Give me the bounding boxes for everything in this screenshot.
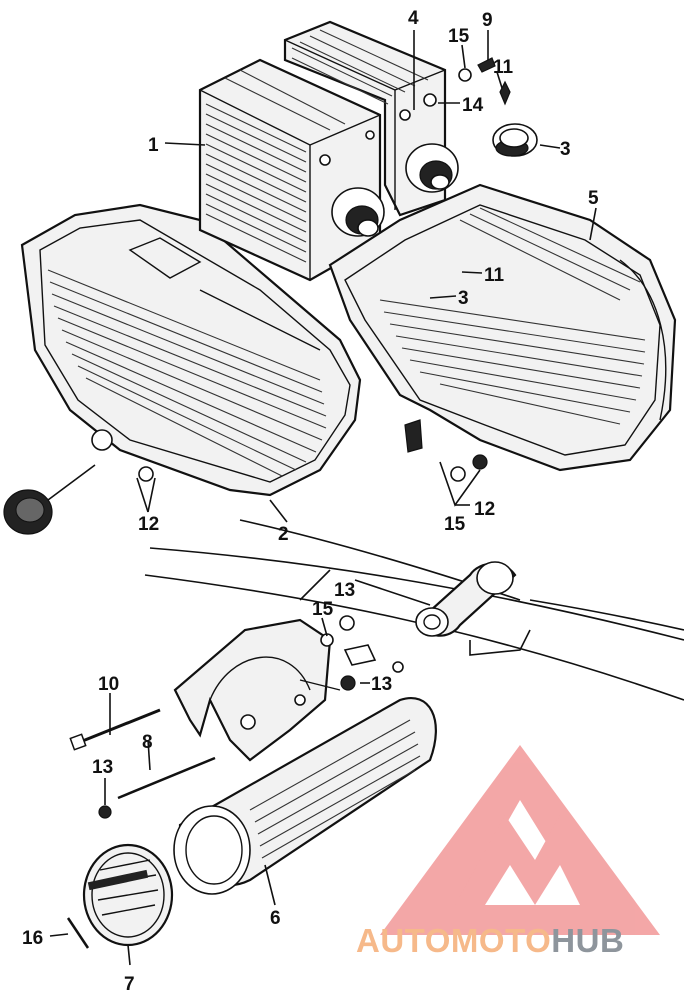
callout-13-mid: 13 xyxy=(371,674,392,695)
callout-14: 14 xyxy=(462,95,484,116)
callout-7: 7 xyxy=(124,974,135,995)
callout-4: 4 xyxy=(408,8,419,29)
long-bolt xyxy=(69,708,161,751)
hose-clamp-upper xyxy=(492,123,538,157)
callout-15-low: 15 xyxy=(312,599,334,620)
callout-15-mid: 15 xyxy=(444,514,466,535)
cover-knob xyxy=(3,464,96,535)
watermark-text: AUTOMOTOHUB xyxy=(356,922,624,959)
callout-1: 1 xyxy=(148,135,159,156)
callout-8: 8 xyxy=(142,732,153,753)
watermark-logo xyxy=(380,745,660,935)
callout-3-mid: 3 xyxy=(458,288,469,309)
callout-13-top: 13 xyxy=(334,580,355,601)
callout-3-top: 3 xyxy=(560,139,571,160)
callout-12-right: 12 xyxy=(474,499,495,520)
frame-lines xyxy=(144,519,684,701)
watermark-text-moto: MOTO xyxy=(451,922,551,959)
right-side-cover xyxy=(328,183,677,472)
watermark-inner-m-icon xyxy=(455,815,605,905)
leader-lines xyxy=(49,30,597,966)
callout-16: 16 xyxy=(22,928,43,949)
bracket-bolt xyxy=(415,561,517,637)
callout-13-low: 13 xyxy=(92,757,113,778)
upper-hardware xyxy=(458,57,511,106)
rod xyxy=(98,756,216,819)
callout-5: 5 xyxy=(588,188,599,209)
right-cover-shading xyxy=(379,207,646,425)
intake-tube xyxy=(173,697,437,895)
left-cover-shading xyxy=(47,269,327,477)
small-hardware xyxy=(320,615,404,691)
callout-11-mid: 11 xyxy=(484,265,505,286)
left-filter-box xyxy=(198,58,385,282)
left-side-cover xyxy=(20,203,362,497)
callout-15-top: 15 xyxy=(448,26,470,47)
callout-10: 10 xyxy=(98,674,119,695)
end-cap xyxy=(82,843,174,947)
callout-6: 6 xyxy=(270,908,281,929)
left-filter-fins xyxy=(205,69,346,263)
small-pin xyxy=(66,917,90,949)
svg-text:AUTOMOTOHUB: AUTOMOTOHUB xyxy=(356,922,624,959)
right-filter-fins xyxy=(291,29,429,105)
callout-9: 9 xyxy=(482,10,493,31)
callout-12-left: 12 xyxy=(138,514,159,535)
callout-labels: 1 4 15 9 11 14 3 5 11 3 12 2 15 12 13 15… xyxy=(22,8,599,995)
callout-2: 2 xyxy=(278,524,289,545)
cover-nuts xyxy=(138,454,488,482)
watermark-text-auto: AUTO xyxy=(356,922,451,959)
tube-shading xyxy=(249,719,421,859)
watermark-text-hub: HUB xyxy=(551,922,624,959)
callout-11-top: 11 xyxy=(493,57,514,78)
mount-bracket xyxy=(173,618,341,762)
right-filter-box xyxy=(283,20,459,217)
